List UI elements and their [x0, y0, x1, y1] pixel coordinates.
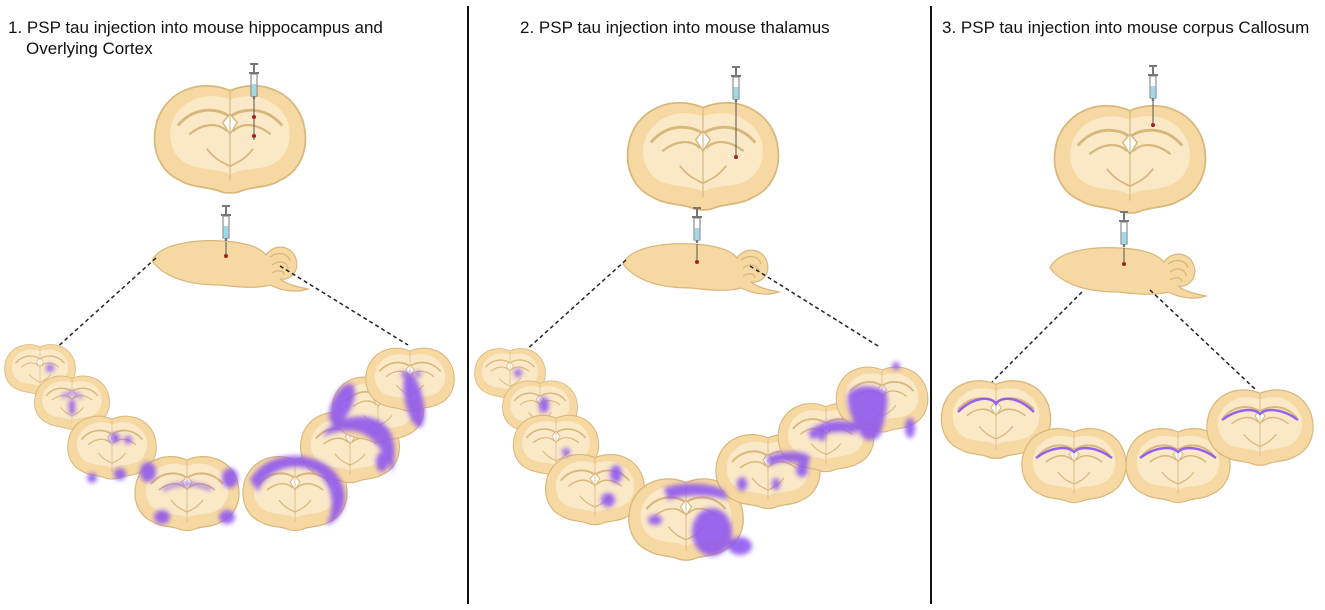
sagittal-brain-section	[151, 240, 309, 292]
injection-site-marker	[252, 115, 256, 119]
tau-pathology-overlay	[514, 362, 915, 556]
serial-sections-series	[940, 379, 1315, 504]
syringe-icon	[691, 206, 703, 244]
panel-2-title: 2. PSP tau injection into mouse thalamus	[520, 17, 830, 38]
panel-1-title: 1. PSP tau injection into mouse hippocam…	[8, 17, 383, 59]
syringe-icon	[1147, 64, 1159, 102]
tau-pathology-overlay	[957, 397, 1299, 460]
injection-site-marker	[252, 134, 256, 138]
dashed-connector	[279, 265, 409, 346]
coronal-brain-section	[1053, 104, 1207, 215]
syringe-icon	[220, 204, 232, 242]
coronal-brain-section	[153, 84, 307, 195]
injection-site-marker	[734, 155, 738, 159]
dashed-connector	[1149, 289, 1257, 391]
injection-site-marker	[224, 254, 228, 258]
panel-1-title-line1: 1. PSP tau injection into mouse hippocam…	[8, 18, 383, 37]
coronal-brain-section	[626, 101, 780, 212]
panel-1-title-line2: Overlying Cortex	[26, 39, 153, 58]
dashed-connector	[53, 257, 157, 351]
injection-site-marker	[1151, 123, 1155, 127]
panel-divider-2	[930, 6, 932, 604]
injection-site-marker	[1122, 262, 1126, 266]
panel-2-title-line1: 2. PSP tau injection into mouse thalamus	[520, 18, 830, 37]
dashed-connector	[749, 265, 879, 347]
syringe-icon	[730, 65, 742, 103]
sagittal-brain-section	[622, 243, 780, 295]
tau-pathology-overlay	[46, 364, 425, 526]
syringe-icon	[1118, 210, 1130, 248]
syringe-icon	[248, 62, 260, 100]
dashed-connector	[523, 259, 627, 353]
sagittal-brain-section	[1049, 247, 1207, 299]
panel-divider-1	[467, 6, 469, 604]
panel-3-title: 3. PSP tau injection into mouse corpus C…	[942, 17, 1309, 38]
panel-2-illustration	[473, 65, 929, 562]
dashed-connector	[991, 291, 1083, 383]
panel-3-title-line1: 3. PSP tau injection into mouse corpus C…	[942, 18, 1310, 37]
panel-3-illustration	[940, 64, 1315, 504]
panel-1-illustration	[3, 62, 456, 532]
injection-site-marker	[695, 260, 699, 264]
